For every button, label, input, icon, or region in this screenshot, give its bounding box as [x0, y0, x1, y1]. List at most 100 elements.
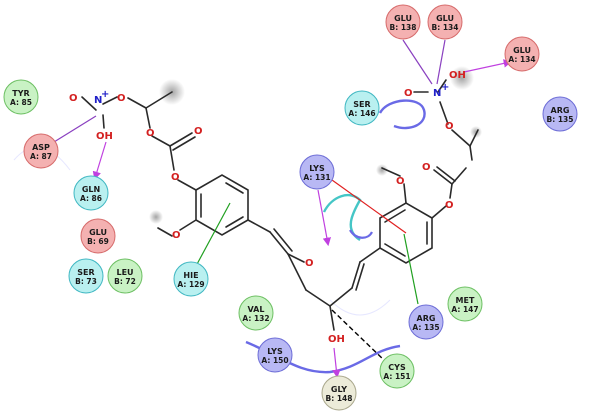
salt-bridge-line [436, 39, 446, 85]
pocket-curve [349, 229, 373, 239]
residue-number: A: 135 [412, 323, 439, 332]
residue-number: B: 134 [432, 23, 459, 32]
residue-circle [504, 36, 540, 72]
residue-number: B: 69 [87, 237, 109, 246]
residue-circle [542, 96, 578, 132]
residue-name: LEU [116, 268, 133, 277]
lys131-pocket [322, 193, 362, 242]
residue-name: GLU [394, 14, 412, 23]
pi-cation-line [331, 179, 407, 234]
residue-name: GLU [436, 14, 454, 23]
hbond-line [463, 59, 513, 73]
ligand-bonds [81, 79, 479, 331]
residue-number: A: 150 [261, 356, 288, 365]
residue-name: HIE [183, 271, 198, 280]
exposure-shadow [376, 164, 388, 176]
residue-name: SER [77, 268, 94, 277]
atom-o: O [305, 258, 314, 269]
salt-bridge-line [402, 39, 433, 85]
atom-o: O [194, 126, 203, 137]
pi-stack-line [403, 233, 419, 305]
residue-circle [257, 337, 293, 373]
residue-name: ARG [551, 106, 570, 115]
residue-circle [427, 4, 463, 40]
residue-number: A: 86 [80, 194, 102, 203]
atom-labels: O N + O OH O O O O O OH N + O OH O O O O [69, 70, 466, 345]
residue-number: A: 131 [303, 173, 330, 182]
residue-number: A: 129 [177, 280, 204, 289]
residue-name: GLU [89, 228, 107, 237]
atom-o: O [422, 162, 431, 173]
residue-circle [80, 218, 116, 254]
hbond-line [332, 347, 341, 379]
residue-name: LYS [309, 164, 325, 173]
residue-name: GLN [82, 185, 100, 194]
residue-circle [23, 133, 59, 169]
residue-circle [299, 154, 335, 190]
atom-o: O [117, 93, 126, 104]
atom-n: N [94, 95, 102, 106]
atom-charge: + [101, 89, 109, 100]
residue-name: GLY [331, 385, 347, 394]
interaction-lines [53, 39, 513, 379]
residue-number: B: 73 [75, 277, 97, 286]
atom-oh: OH [449, 70, 466, 81]
residue-circle [173, 261, 209, 297]
residue-name: TYR [12, 89, 29, 98]
residue-circle [447, 286, 483, 322]
atom-n: N [433, 88, 441, 99]
residue-name: SER [353, 100, 370, 109]
residue-circle [379, 353, 415, 389]
residue-number: A: 87 [30, 152, 52, 161]
exposure-shadow [149, 210, 163, 224]
residue-number: B: 148 [326, 394, 353, 403]
salt-bridge-line [53, 115, 97, 143]
residue-circle [238, 295, 274, 331]
residue-name: VAL [248, 305, 265, 314]
residue-number: A: 85 [10, 98, 32, 107]
residue-circle [3, 79, 39, 115]
residue-circle [68, 258, 104, 294]
residue-circle [385, 4, 421, 40]
residue-circle [344, 90, 380, 126]
residue-circle [408, 304, 444, 340]
atom-oh: OH [328, 334, 345, 345]
exposure-shadow [470, 126, 482, 138]
residue-name: ASP [32, 143, 50, 152]
residue-number: B: 135 [547, 115, 574, 124]
residue-number: A: 147 [451, 305, 478, 314]
exposure-shadow [450, 66, 474, 90]
atom-o: O [445, 200, 454, 211]
atom-o: O [404, 88, 413, 99]
atom-o: O [445, 121, 454, 132]
residue-name: LYS [267, 347, 283, 356]
ser146-pocket [378, 99, 426, 130]
residue-number: A: 146 [348, 109, 375, 118]
atom-o: O [171, 172, 180, 183]
residue-number: B: 138 [390, 23, 417, 32]
atom-oh: OH [96, 131, 113, 142]
pi-stack-line [195, 202, 231, 267]
residue-circle [73, 175, 109, 211]
atom-o: O [396, 176, 405, 187]
